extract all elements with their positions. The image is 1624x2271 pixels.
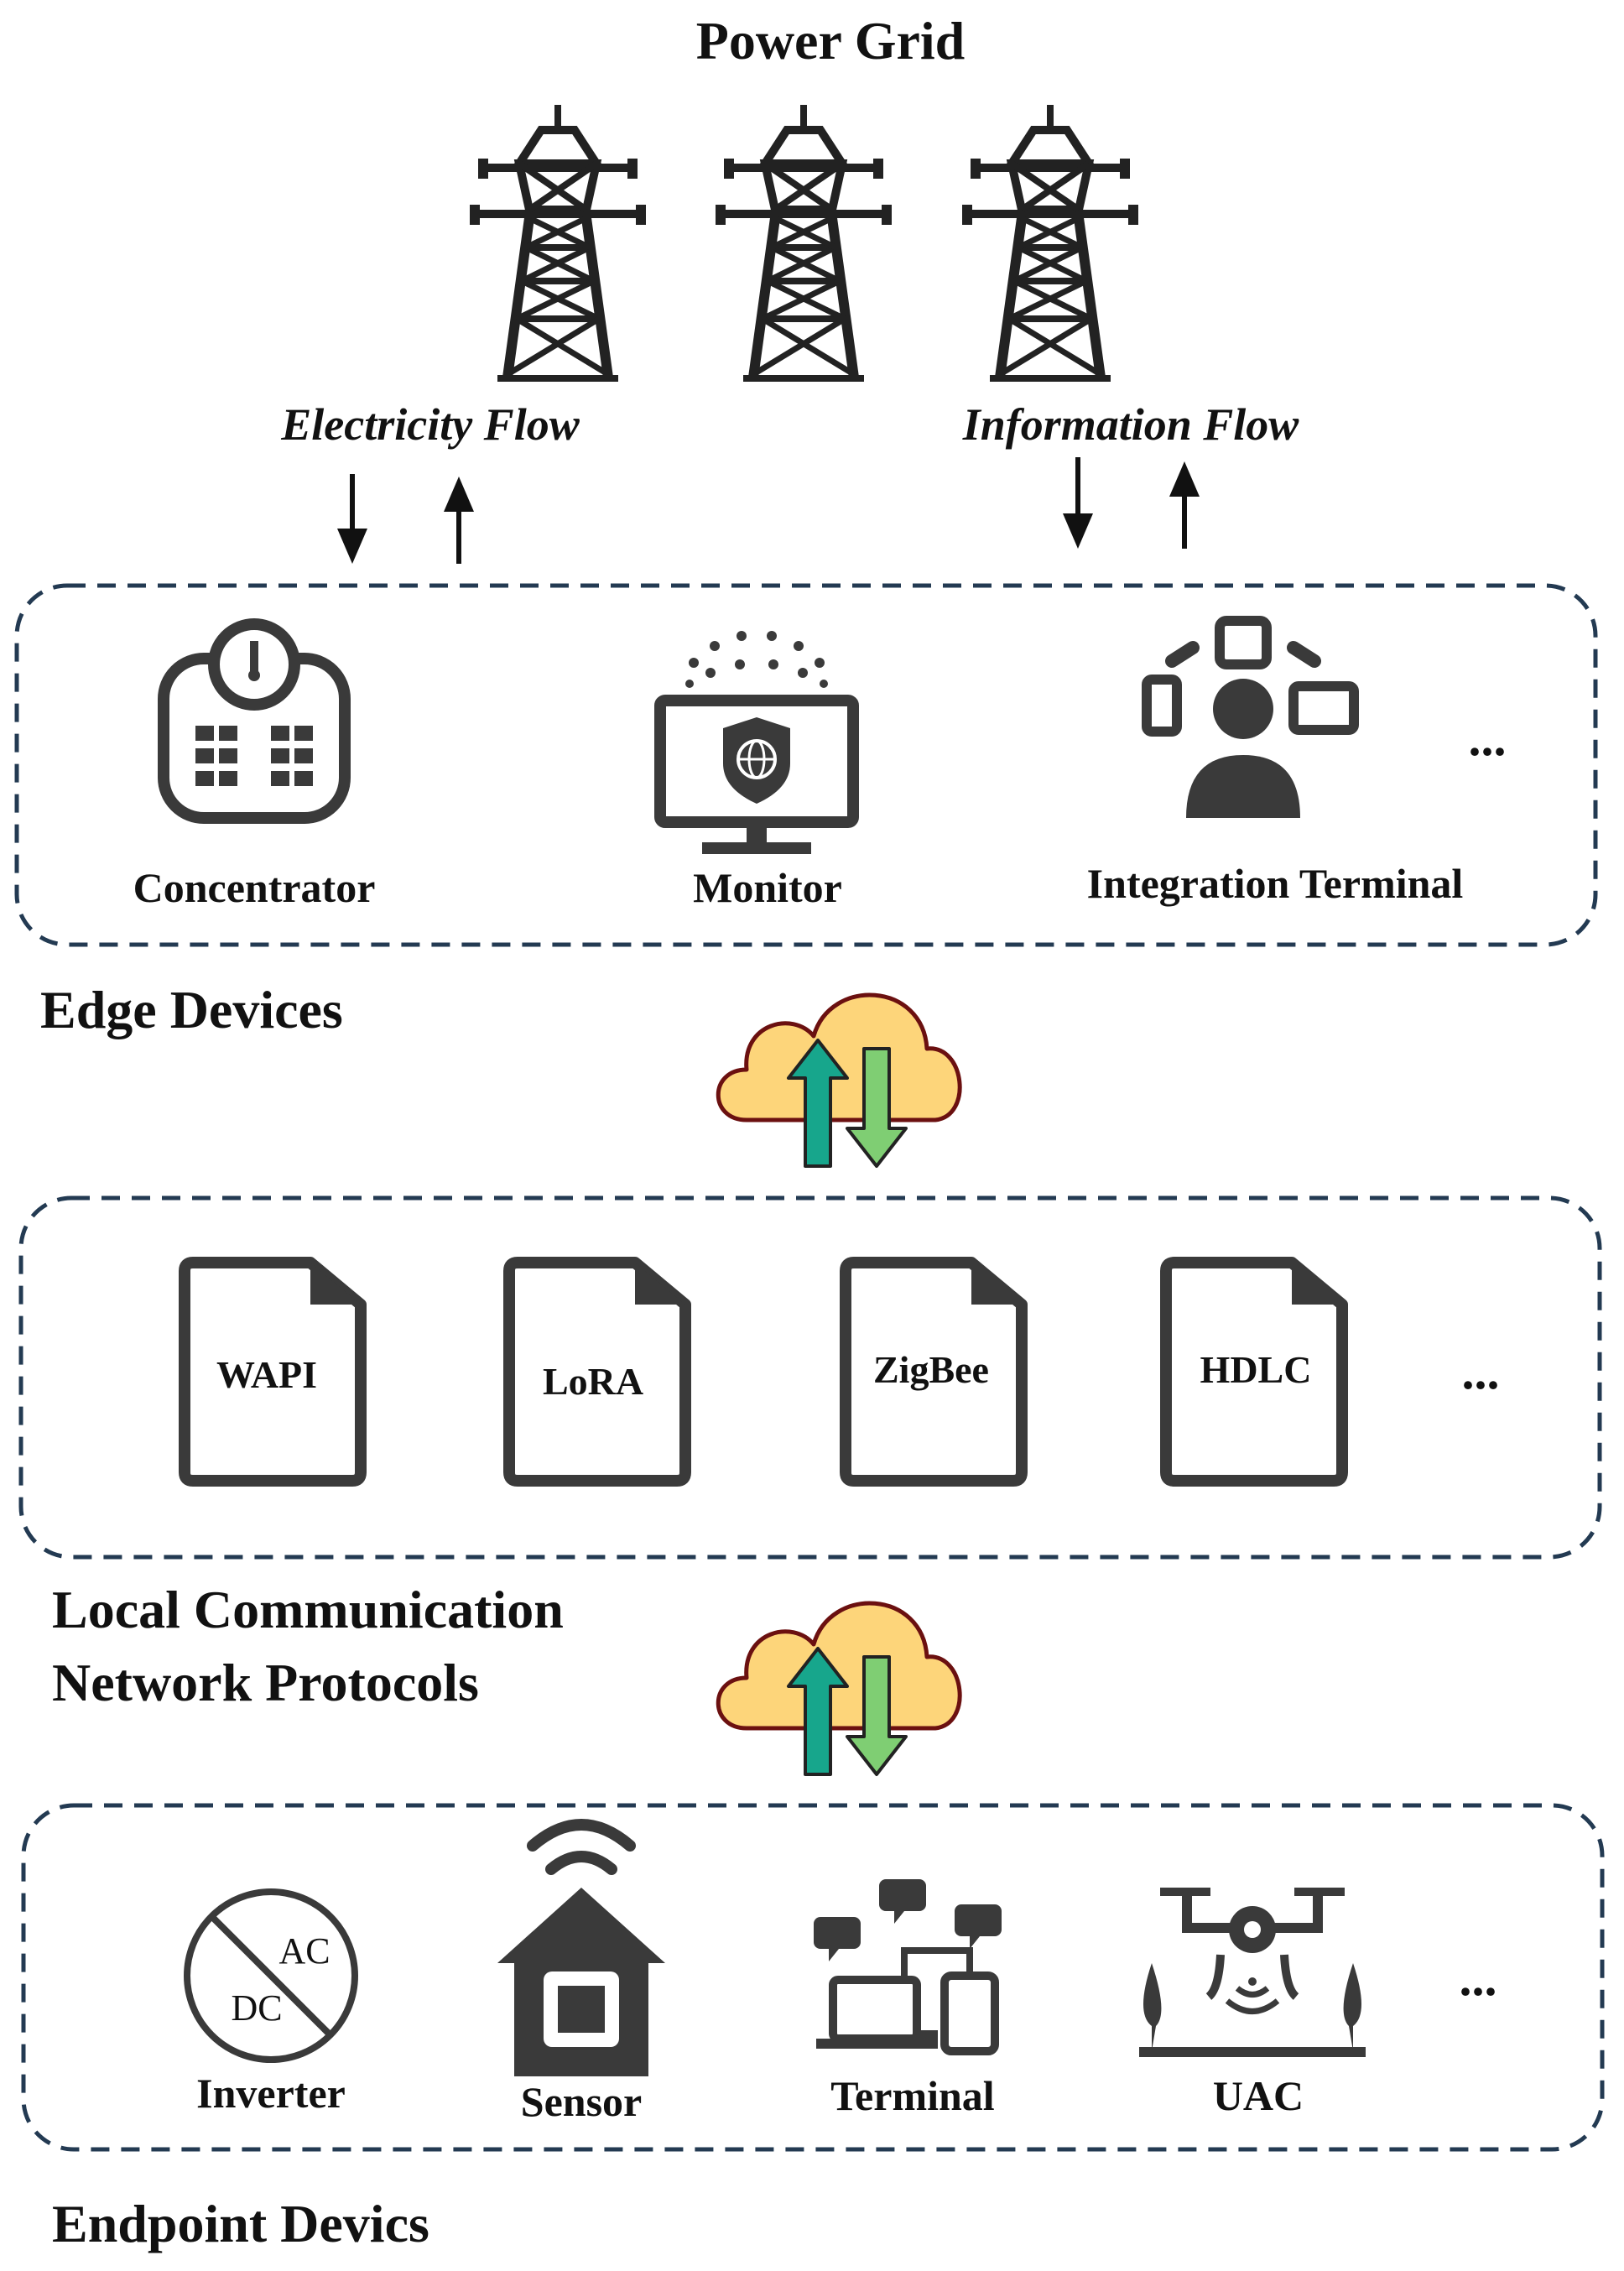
edge-devices-box bbox=[14, 583, 1598, 947]
inverter-dc-mark: DC bbox=[231, 1987, 282, 2029]
endpoint-devices-label: Endpoint Devics bbox=[52, 2194, 429, 2253]
protocol-label-wapi: WAPI bbox=[216, 1353, 317, 1396]
device-label-inverter: Inverter bbox=[196, 2070, 346, 2117]
device-label-terminal: Terminal bbox=[830, 2072, 994, 2119]
protocols-label-line2: Network Protocols bbox=[52, 1653, 479, 1712]
transmission-tower-icon bbox=[716, 105, 892, 382]
transmission-tower-icon bbox=[962, 105, 1138, 382]
protocol-label-hdlc: HDLC bbox=[1200, 1348, 1312, 1391]
integration-terminal-icon bbox=[1142, 616, 1359, 818]
inverter-ac-mark: AC bbox=[278, 1930, 330, 1971]
sensor-icon bbox=[497, 1819, 665, 2076]
cloud-icon bbox=[718, 1603, 960, 1774]
device-label-integration-terminal: Integration Terminal bbox=[1087, 860, 1464, 907]
protocols-box bbox=[18, 1195, 1602, 1560]
information-flow-label: Information Flow bbox=[962, 399, 1300, 450]
electricity-flow-label: Electricity Flow bbox=[280, 399, 580, 450]
diagram-title: Power Grid bbox=[696, 11, 966, 70]
terminal-icon bbox=[814, 1879, 1002, 2055]
concentrator-icon bbox=[158, 618, 351, 824]
inverter-icon bbox=[184, 1888, 358, 2063]
device-label-concentrator: Concentrator bbox=[133, 864, 376, 911]
transmission-tower-icon bbox=[470, 105, 646, 382]
cloud-icon bbox=[718, 995, 960, 1166]
protocol-label-lora: LoRA bbox=[543, 1360, 643, 1403]
drone-icon bbox=[1139, 1888, 1366, 2057]
edge-more-ellipsis: ... bbox=[1469, 711, 1507, 766]
device-label-sensor: Sensor bbox=[521, 2078, 642, 2125]
endpoint-devices-box bbox=[21, 1803, 1605, 2152]
protocol-label-zigbee: ZigBee bbox=[873, 1348, 989, 1391]
protocol-more-ellipsis: ... bbox=[1462, 1344, 1500, 1399]
edge-devices-label: Edge Devices bbox=[40, 980, 343, 1039]
monitor-icon bbox=[654, 631, 859, 854]
endpoint-more-ellipsis: ... bbox=[1460, 1951, 1497, 2006]
device-label-monitor: Monitor bbox=[693, 864, 842, 911]
flow-arrows bbox=[337, 457, 1200, 564]
protocols-label-line1: Local Communication bbox=[52, 1580, 564, 1639]
device-label-uac: UAC bbox=[1213, 2072, 1304, 2119]
